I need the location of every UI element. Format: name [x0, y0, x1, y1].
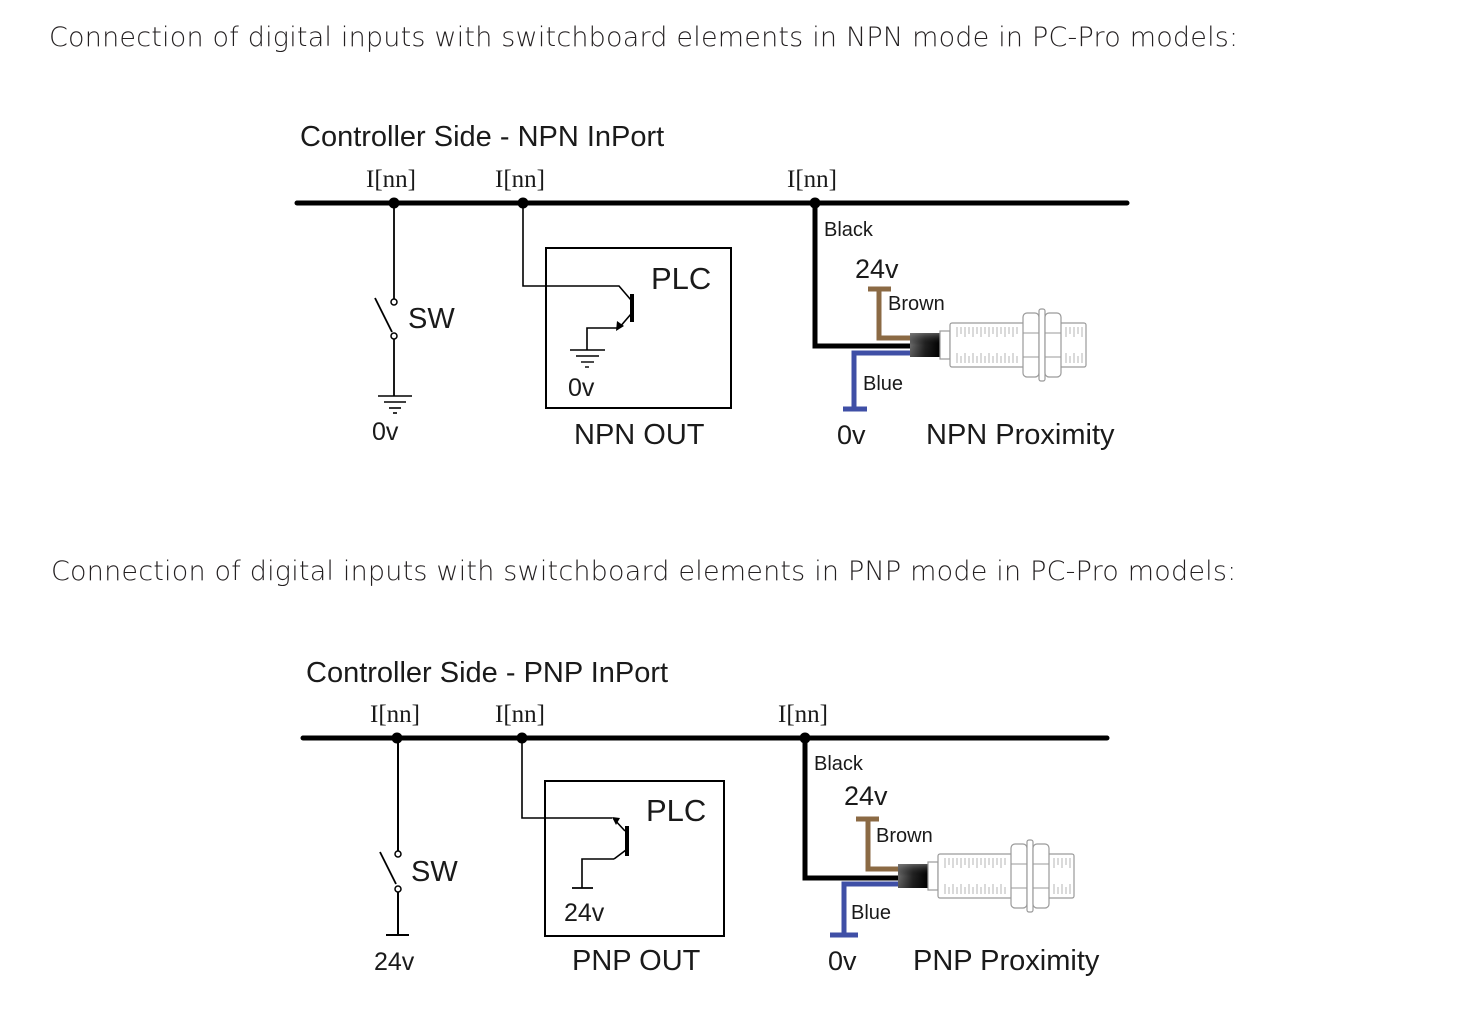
npn-plc-ref-label: 0v — [568, 374, 595, 402]
npn-brown-wire — [876, 289, 912, 341]
pnp-brown-wire-label: Brown — [876, 825, 933, 847]
pnp-plc-box — [544, 780, 725, 937]
npn-switch-ground-icon — [378, 395, 412, 414]
pnp-switch-label: SW — [411, 856, 458, 888]
npn-brown-wire-label: Brown — [888, 293, 945, 315]
npn-blue-wire-label: Blue — [863, 373, 903, 395]
pnp-plc-ref-label: 24v — [564, 899, 605, 927]
pnp-proximity-sensor-icon — [897, 839, 1075, 913]
npn-switch-ref-label: 0v — [372, 418, 399, 446]
npn-port-label-3: I[nn] — [787, 166, 837, 193]
npn-supply-label: 24v — [855, 254, 899, 284]
pnp-black-wire — [802, 738, 900, 881]
npn-port-label-1: I[nn] — [366, 166, 416, 193]
npn-black-wire-label: Black — [824, 219, 874, 241]
pnp-plc-caption: PNP OUT — [572, 945, 701, 977]
npn-switch — [374, 203, 398, 396]
pnp-plc-label: PLC — [646, 793, 706, 828]
pnp-switch-ref-label: 24v — [374, 948, 415, 976]
pnp-blue-wire-label: Blue — [851, 902, 891, 924]
pnp-black-wire-label: Black — [814, 753, 864, 775]
npn-switch-label: SW — [408, 303, 455, 335]
pnp-blue-wire — [841, 881, 900, 935]
pnp-supply-label: 24v — [844, 781, 888, 811]
npn-plc-label: PLC — [651, 261, 711, 296]
npn-ground-label: 0v — [837, 420, 866, 450]
npn-sensor-caption: NPN Proximity — [926, 419, 1115, 451]
pnp-switch — [379, 738, 409, 936]
pnp-diagram: Controller Side - PNP InPort I[nn] I[nn]… — [300, 657, 1110, 977]
pnp-ground-label: 0v — [828, 946, 857, 976]
npn-section-caption: Connection of digital inputs with switch… — [49, 22, 1239, 53]
pnp-section-caption: Connection of digital inputs with switch… — [51, 556, 1237, 587]
npn-plc-caption: NPN OUT — [574, 419, 705, 451]
npn-transistor-icon — [522, 203, 634, 350]
pnp-sensor-caption: PNP Proximity — [913, 945, 1100, 977]
npn-diagram: Controller Side - NPN InPort I[nn] I[nn]… — [294, 121, 1130, 451]
pnp-port-label-1: I[nn] — [370, 701, 420, 728]
pnp-diagram-title: Controller Side - PNP InPort — [306, 657, 668, 689]
npn-port-label-2: I[nn] — [495, 166, 545, 193]
npn-plc-ground-icon — [570, 349, 605, 368]
npn-blue-wire — [851, 350, 912, 408]
pnp-port-label-3: I[nn] — [778, 701, 828, 728]
npn-proximity-sensor-icon — [909, 308, 1087, 382]
npn-black-wire — [812, 203, 912, 349]
pnp-brown-wire — [865, 819, 900, 872]
npn-diagram-title: Controller Side - NPN InPort — [300, 121, 664, 153]
pnp-port-label-2: I[nn] — [495, 701, 545, 728]
pnp-transistor-icon — [521, 738, 629, 889]
npn-plc-box — [545, 247, 732, 409]
